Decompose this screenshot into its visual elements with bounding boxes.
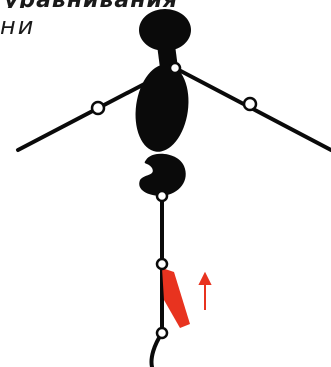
joints	[90, 61, 258, 340]
pelvis-segment	[139, 153, 186, 196]
left-elbow-joint	[90, 100, 106, 116]
ankle-joint	[155, 326, 169, 340]
right-elbow-joint	[242, 96, 258, 112]
caption-line: ни	[0, 12, 36, 40]
force-arrow	[198, 271, 212, 310]
caption-partial-top-line: уравнивания	[4, 0, 331, 8]
hip-joint	[155, 189, 169, 203]
trunk-segment	[135, 64, 189, 152]
head-segment	[139, 9, 191, 51]
knee-joint	[155, 257, 169, 271]
thigh-muscle-highlight	[162, 268, 190, 328]
force-arrow-head	[198, 271, 212, 285]
shoulder-joint	[168, 61, 182, 75]
